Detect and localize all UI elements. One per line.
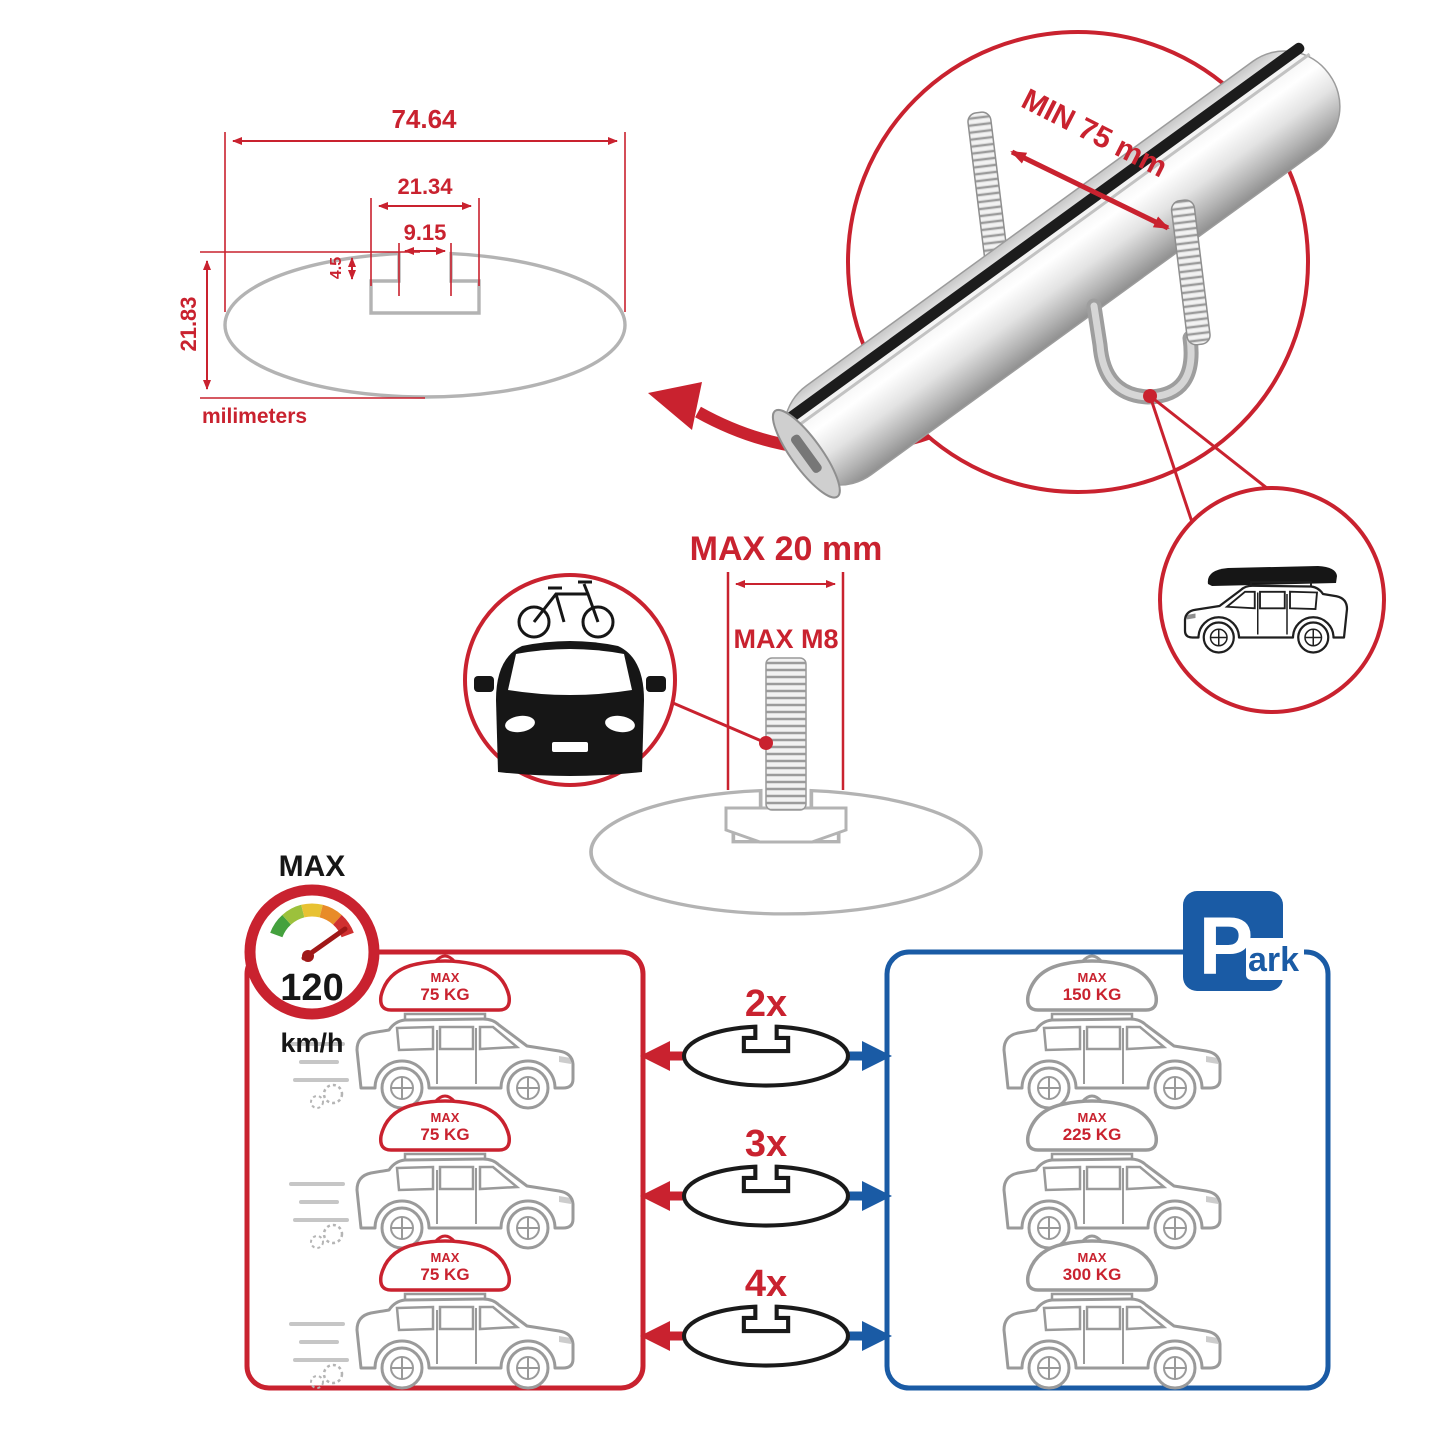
driving-car-rows: MAX 75 KG MAX 75 KG MAX 75 KG <box>289 954 575 1390</box>
cargo-weight-label: 75 KG <box>420 985 469 1004</box>
cargo-weight-label: 150 KG <box>1063 985 1122 1004</box>
multiplier-rows: 2x 3x 4x <box>640 983 892 1366</box>
exhaust-icon <box>310 1095 324 1109</box>
dim-opening-width-label: 21.34 <box>397 174 453 199</box>
bicycle-icon <box>517 580 615 639</box>
parked-car-row: MAX 225 KG <box>1002 1094 1222 1250</box>
dim-total-height-label: 21.83 <box>176 296 201 351</box>
bolt-max-thread-label: MAX M8 <box>733 624 838 654</box>
gauge-title-label: MAX <box>279 850 346 883</box>
parked-car-rows: MAX 150 KG MAX 225 KG MAX 300 KG <box>1002 954 1222 1390</box>
cargo-weight-label: 300 KG <box>1063 1265 1122 1284</box>
right-arrow-icon <box>862 1041 892 1071</box>
right-arrow-icon <box>862 1181 892 1211</box>
dim-lip-height-label: 4.5 <box>328 257 345 279</box>
park-sign: P ark <box>1183 891 1304 992</box>
exhaust-icon <box>322 1223 344 1245</box>
cargo-max-label: MAX <box>431 1110 460 1125</box>
left-arrow-icon <box>640 1321 670 1351</box>
speed-limit-gauge: MAX 120 km/h <box>244 850 380 1058</box>
exhaust-icon <box>322 1083 344 1105</box>
gauge-arc-icon <box>270 903 354 938</box>
crossbar-profile-icon <box>684 1027 848 1086</box>
gauge-unit-label: km/h <box>280 1028 343 1058</box>
threaded-bolt-icon <box>765 657 807 811</box>
exhaust-icon <box>310 1235 324 1249</box>
exhaust-icon <box>322 1363 344 1385</box>
cargo-max-label: MAX <box>1078 1110 1107 1125</box>
multiplier-label: 3x <box>745 1123 787 1165</box>
roofbox-icon <box>1207 566 1337 586</box>
cargo-weight-label: 225 KG <box>1063 1125 1122 1144</box>
multiplier-label: 2x <box>745 983 787 1025</box>
cargo-weight-label: 75 KG <box>420 1265 469 1284</box>
t-slot-adapter-icon <box>724 806 848 844</box>
crossbar-profile-icon <box>684 1167 848 1226</box>
parked-car-row: MAX 150 KG <box>1002 954 1222 1110</box>
exhaust-icon <box>310 1375 324 1389</box>
parked-car-row: MAX 300 KG <box>1002 1234 1222 1390</box>
bike-car-circle <box>463 573 677 787</box>
driving-car-row: MAX 75 KG <box>289 1094 575 1250</box>
gauge-needle-pivot <box>302 950 314 962</box>
dimension-drawing: 74.64 21.34 9.15 4.5 21.83 milimeters <box>176 104 627 428</box>
cargo-max-label: MAX <box>431 970 460 985</box>
driving-car-row: MAX 75 KG <box>289 954 575 1110</box>
left-arrow-icon <box>640 1041 670 1071</box>
crossbar-profile-outline <box>223 251 627 399</box>
bolt-callout-dot <box>759 736 773 750</box>
multiplier-label: 4x <box>745 1263 787 1305</box>
multiplier-row-2x: 2x <box>640 983 892 1086</box>
cargo-max-label: MAX <box>1078 970 1107 985</box>
multiplier-row-3x: 3x <box>640 1123 892 1226</box>
roofbox-callout <box>1148 394 1386 714</box>
car-front-icon <box>474 641 666 776</box>
cargo-max-label: MAX <box>1078 1250 1107 1265</box>
left-arrow-icon <box>640 1181 670 1211</box>
bolt-max-length-label: MAX 20 mm <box>690 530 883 568</box>
park-sign-letter: P <box>1199 901 1254 992</box>
bolt-detail: MAX 20 mm MAX M8 <box>589 530 983 916</box>
crossbar-detail-circle: MIN 75 mm <box>771 30 1341 499</box>
min-clamp-arrow-icon <box>1010 149 1170 231</box>
dim-units-label: milimeters <box>202 405 307 428</box>
dimension-lines <box>200 132 626 399</box>
bolt-dimension-lines <box>726 572 845 790</box>
bolt-callout-line <box>665 698 765 744</box>
cargo-weight-label: 75 KG <box>420 1125 469 1144</box>
dim-total-width-label: 74.64 <box>391 104 457 134</box>
crossbar-profile-icon <box>684 1307 848 1366</box>
gauge-value-label: 120 <box>280 967 343 1009</box>
park-sign-suffix: ark <box>1248 941 1299 979</box>
cargo-max-label: MAX <box>431 1250 460 1265</box>
dim-slot-width-label: 9.15 <box>404 220 447 245</box>
right-arrow-icon <box>862 1321 892 1351</box>
driving-car-row: MAX 75 KG <box>289 1234 575 1390</box>
multiplier-row-4x: 4x <box>640 1263 892 1366</box>
